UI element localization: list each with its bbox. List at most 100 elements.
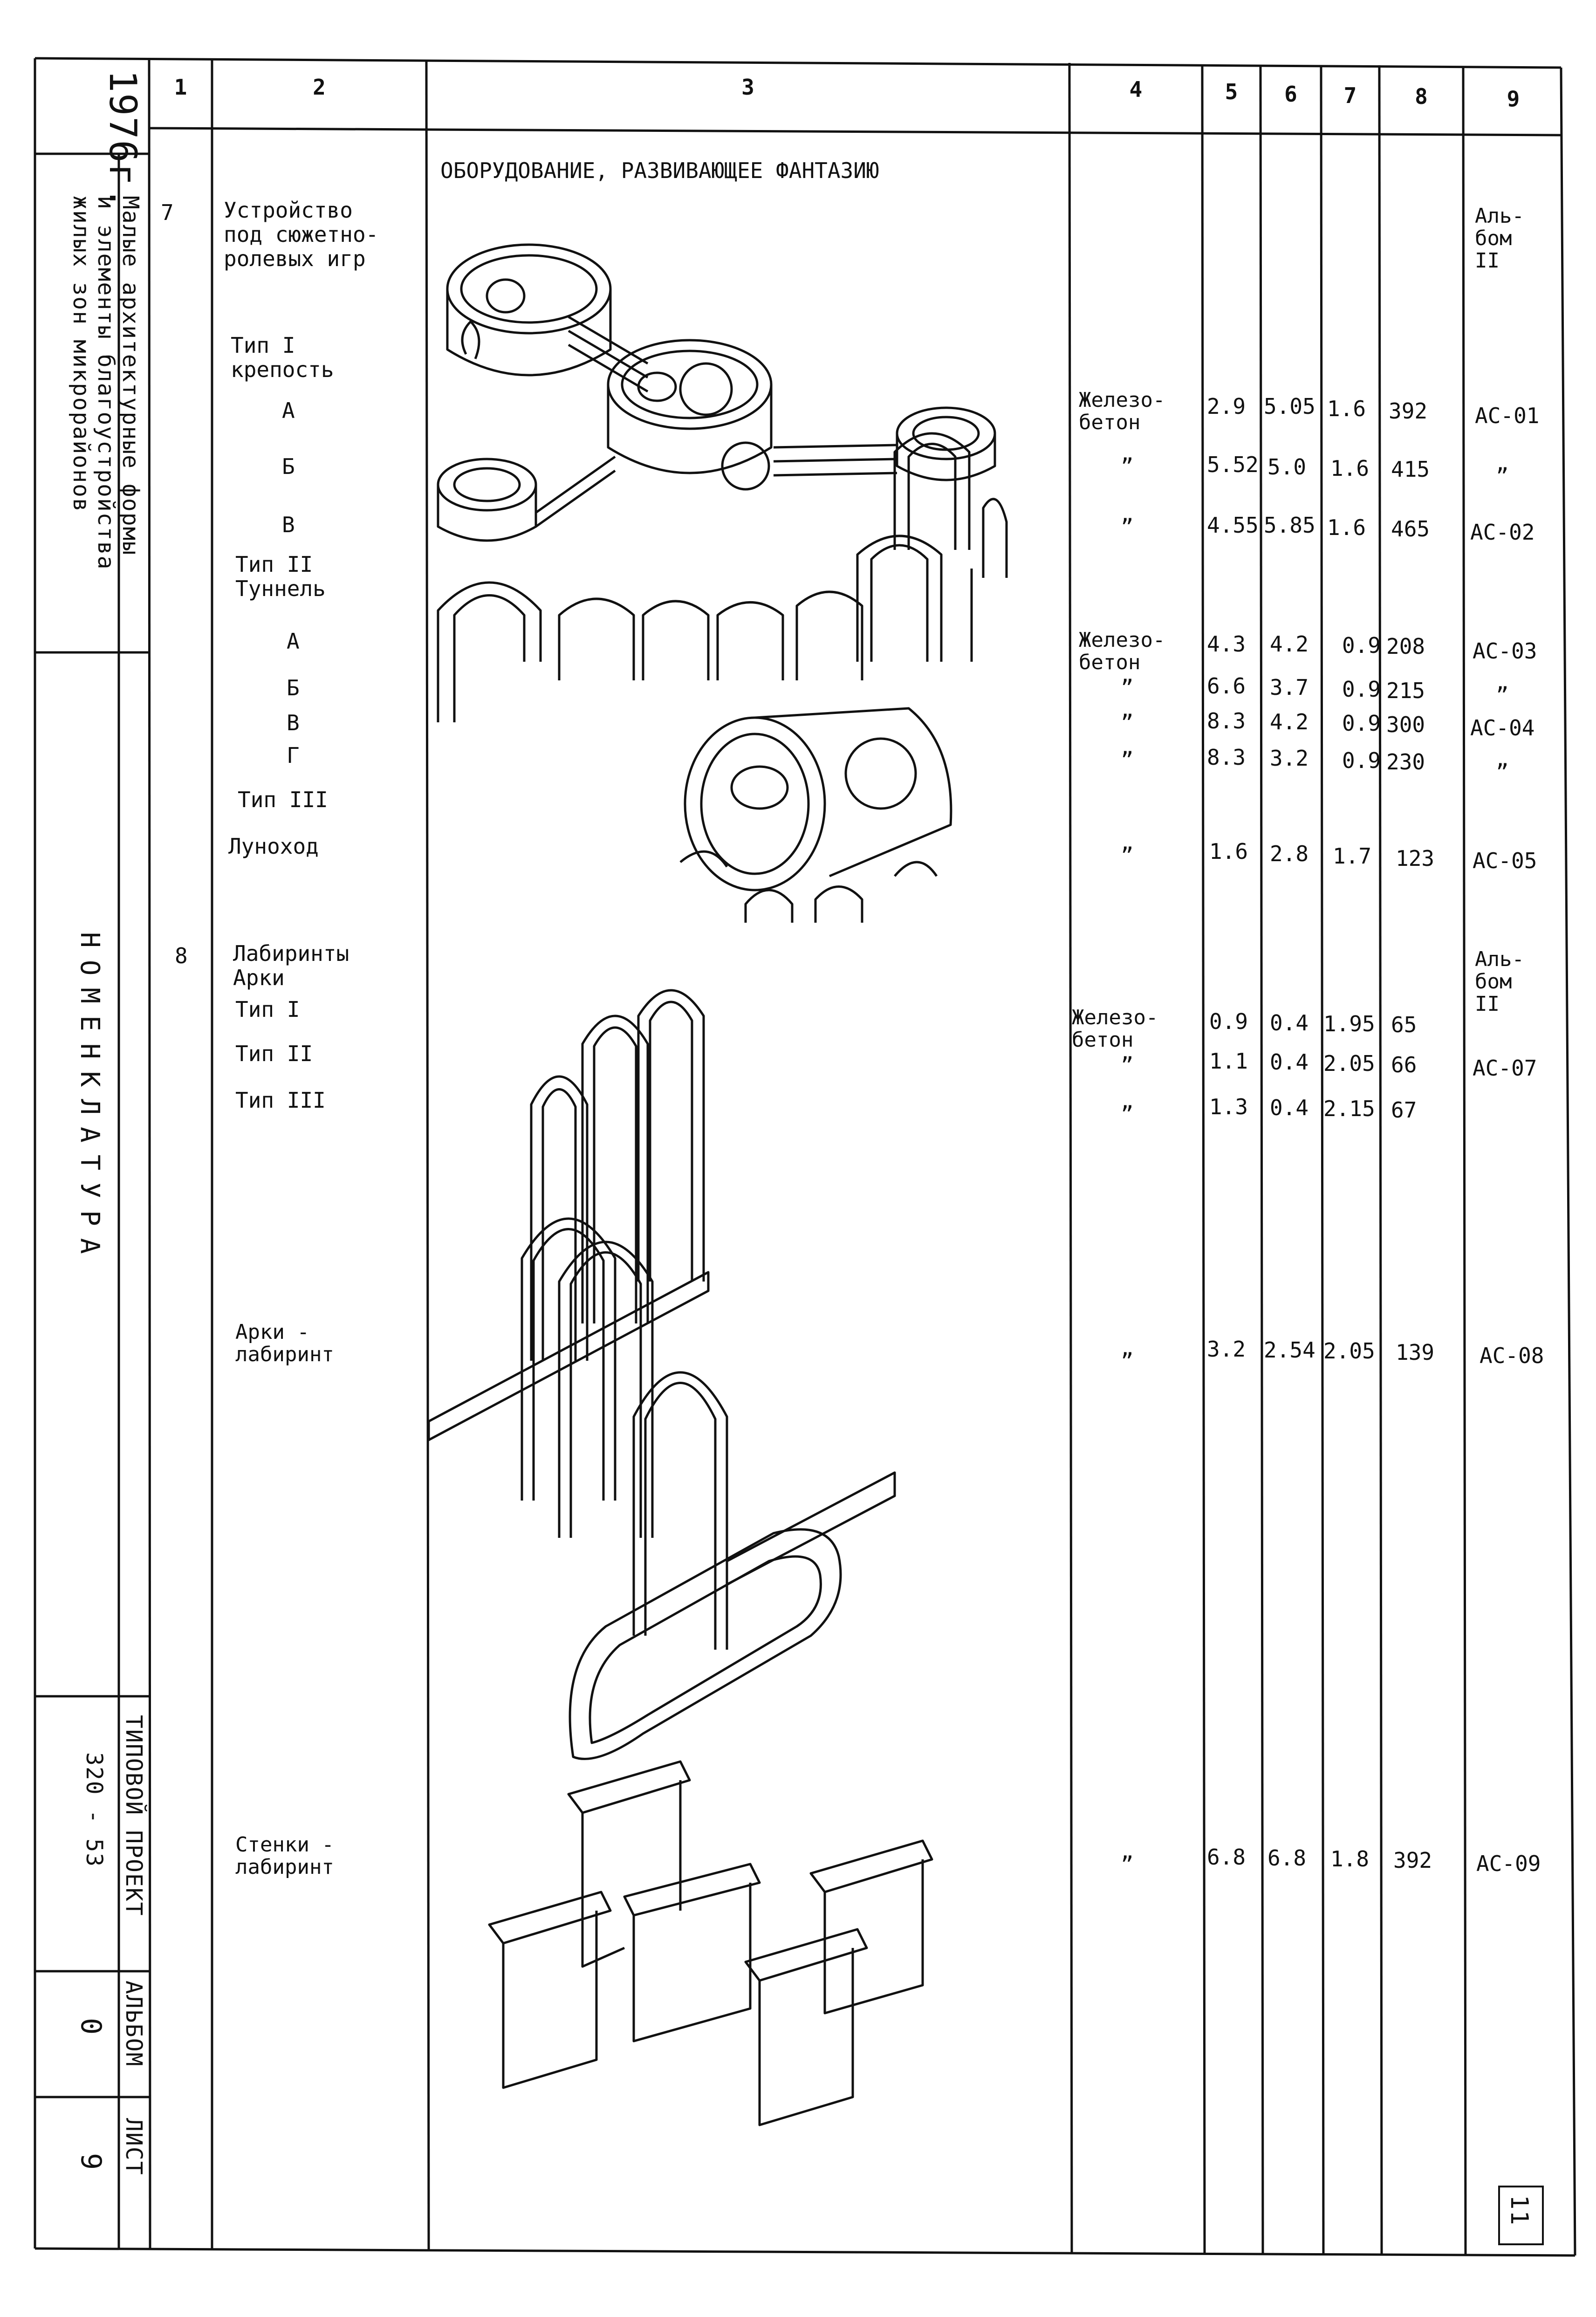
- section-title: ОБОРУДОВАНИЕ, РАЗВИВАЮЩЕЕ ФАНТАЗИЮ: [440, 158, 879, 183]
- row-c9: АС-01: [1475, 403, 1540, 428]
- col-header-4: 4: [1129, 77, 1143, 102]
- row-c8: 66: [1391, 1052, 1417, 1077]
- row-label: Стенки - лабиринт: [235, 1833, 334, 1879]
- row-c8: 67: [1391, 1097, 1417, 1123]
- row-material: Железо- бетон: [1072, 1006, 1158, 1052]
- row-c7: 1.6: [1327, 396, 1366, 421]
- sidebar-project-label: ТИПОВОЙ ПРОЕКТ: [121, 1715, 147, 1917]
- sidebar-nomenclature: НОМЕНКЛАТУРА: [75, 932, 105, 1266]
- col-header-8: 8: [1415, 84, 1428, 109]
- row-c7: 2.05: [1323, 1338, 1375, 1364]
- row-c6: 0.4: [1270, 1010, 1309, 1035]
- row-material: Железо- бетон: [1079, 388, 1165, 434]
- row-c6: 0.4: [1270, 1049, 1309, 1075]
- row-c9: ”: [1496, 760, 1509, 785]
- row-c5: 6.8: [1207, 1844, 1246, 1870]
- row-label: Арки - лабиринт: [235, 1320, 334, 1366]
- tunnel-drawing: [437, 432, 1008, 722]
- row-c5: 4.55: [1207, 513, 1259, 538]
- row-c7: 2.05: [1323, 1051, 1375, 1076]
- row-c9: АС-08: [1480, 1343, 1544, 1368]
- col-header-5: 5: [1225, 79, 1238, 104]
- row-label: Б: [282, 454, 295, 479]
- row-c8: 392: [1393, 1848, 1432, 1873]
- row-c7: 0.9: [1342, 677, 1381, 702]
- row-c7: 1.95: [1323, 1011, 1375, 1036]
- row-label: Тип III: [235, 1088, 326, 1113]
- row-c6: 6.8: [1267, 1845, 1307, 1871]
- row-c5: 1.6: [1209, 839, 1248, 864]
- row-material: ”: [1121, 514, 1134, 540]
- row-c5: 2.9: [1207, 394, 1246, 419]
- row-c5: 0.9: [1209, 1009, 1248, 1034]
- row-material: Железо- бетон: [1079, 628, 1165, 674]
- sidebar-sheet-number: 9: [75, 2153, 107, 2171]
- page-number-box: [1498, 2186, 1544, 2245]
- type3-label: Тип III: [238, 787, 328, 812]
- item7-album: Аль- бом II: [1475, 204, 1524, 273]
- row-material: ”: [1121, 1102, 1134, 1127]
- row-c7: 0.9: [1342, 748, 1381, 773]
- row-c8: 392: [1389, 398, 1428, 424]
- page-number: 11: [1505, 2195, 1533, 2226]
- col-header-6: 6: [1284, 82, 1297, 107]
- row-c8: 65: [1391, 1012, 1417, 1037]
- row-label: Г: [287, 743, 300, 768]
- row-c6: 3.7: [1270, 675, 1309, 700]
- sidebar-album-label: АЛЬБОМ: [121, 1981, 147, 2067]
- row-c7: 2.15: [1323, 1096, 1375, 1121]
- row-c9: АС-05: [1473, 848, 1537, 873]
- row-c5: 4.3: [1207, 631, 1246, 657]
- equipment-drawings: [429, 243, 1008, 2126]
- row-c7: 0.9: [1342, 633, 1381, 658]
- row-c9: ”: [1496, 683, 1509, 708]
- sidebar-year: 1976г.: [101, 70, 144, 210]
- row-c6: 5.0: [1267, 454, 1307, 480]
- row-c8: 215: [1386, 678, 1425, 703]
- row-c7: 1.6: [1327, 515, 1366, 540]
- row-c5: 5.52: [1207, 452, 1259, 477]
- row-material: ”: [1121, 747, 1134, 773]
- lunokhod-drawing: [679, 707, 952, 923]
- sidebar-album-number: 0: [75, 2018, 107, 2036]
- row-c8: 208: [1386, 634, 1425, 659]
- row-c9: АС-04: [1470, 715, 1535, 740]
- row-c9: АС-03: [1473, 638, 1537, 664]
- row-label: В: [287, 710, 300, 735]
- row-label: А: [282, 398, 295, 423]
- col-header-2: 2: [313, 75, 326, 100]
- row-label: В: [282, 512, 295, 537]
- row-c9: АС-02: [1470, 520, 1535, 545]
- row-c6: 0.4: [1270, 1095, 1309, 1120]
- row-label: Тип I: [235, 997, 300, 1022]
- row-material: ”: [1121, 710, 1134, 735]
- row-label: Б: [287, 675, 300, 700]
- row-c5: 8.3: [1207, 708, 1246, 733]
- row-c6: 5.05: [1264, 394, 1315, 419]
- row-c5: 3.2: [1207, 1337, 1246, 1362]
- row-c7: 0.9: [1342, 711, 1381, 736]
- col-header-9: 9: [1507, 86, 1520, 111]
- row-c8: 300: [1386, 712, 1425, 737]
- type2-label: Тип II Туннель: [235, 552, 326, 601]
- row-material: ”: [1121, 1349, 1134, 1374]
- fortress-drawing: [437, 243, 996, 542]
- row-label: Тип II: [235, 1041, 313, 1066]
- row-label: Луноход: [228, 834, 319, 859]
- row-material: ”: [1121, 1053, 1134, 1078]
- row-c8: 465: [1391, 516, 1430, 542]
- sidebar-title-line1: Малые архитектурные формы: [117, 196, 144, 556]
- sidebar-title-line2: и элементы благоустройства: [93, 196, 119, 570]
- row-c5: 1.1: [1209, 1049, 1248, 1074]
- row-c8: 230: [1386, 749, 1425, 775]
- row-material: ”: [1121, 843, 1134, 868]
- sidebar-sheet-label: ЛИСТ: [121, 2118, 147, 2176]
- type1-label: Тип I крепость: [231, 333, 334, 382]
- item7-number: 7: [161, 200, 174, 225]
- item8-name: Лабиринты Арки: [233, 941, 349, 990]
- row-c7: 1.7: [1333, 843, 1372, 869]
- row-c8: 139: [1396, 1340, 1435, 1365]
- row-c7: 1.8: [1330, 1846, 1370, 1871]
- row-material: ”: [1121, 1852, 1134, 1877]
